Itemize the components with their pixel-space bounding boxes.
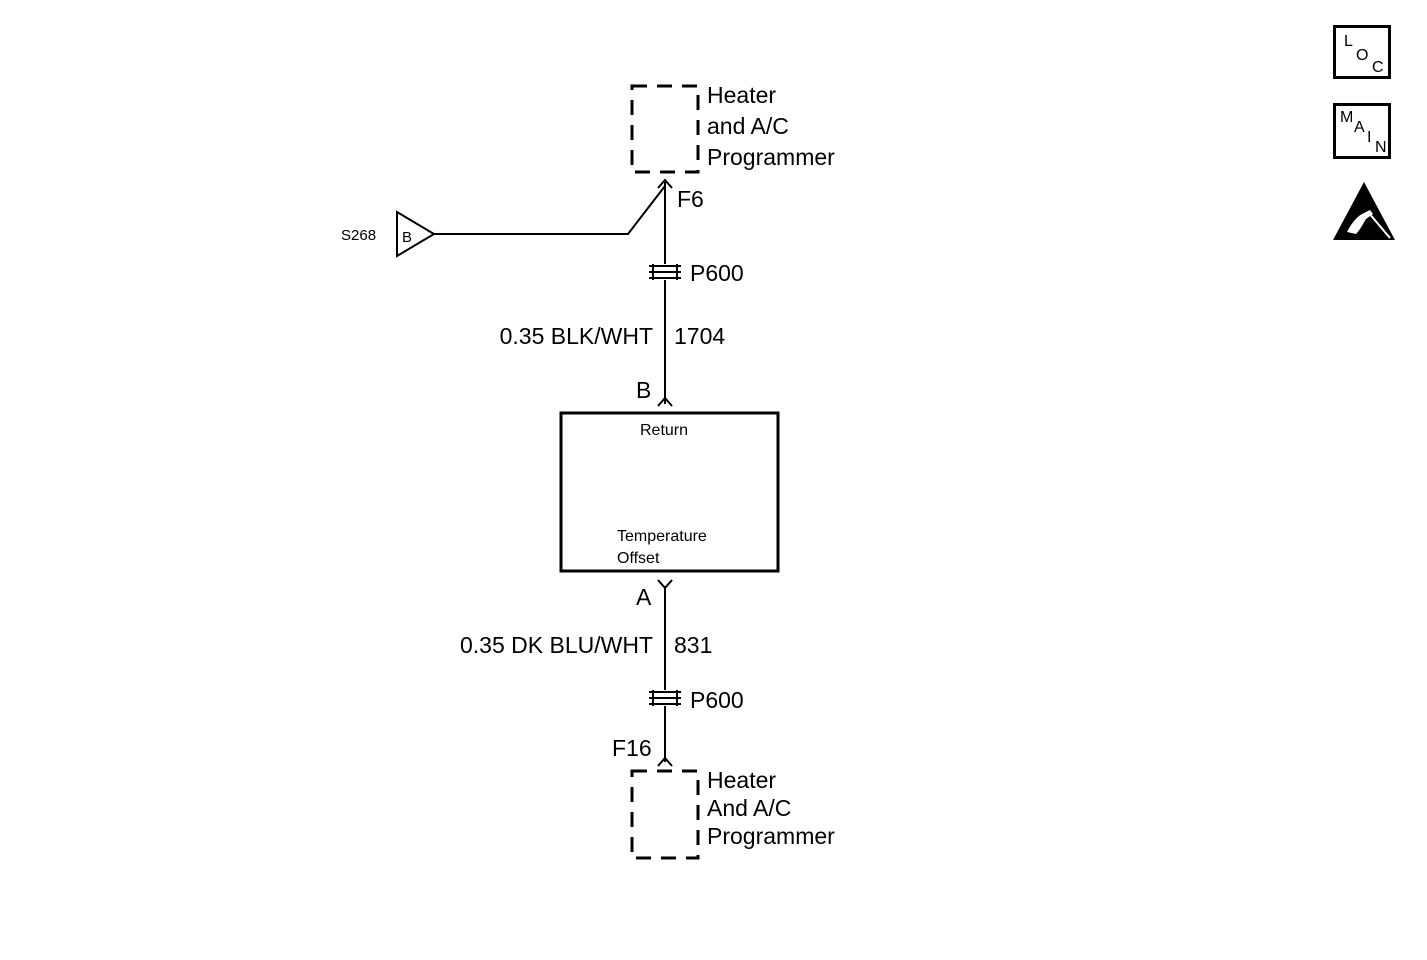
top-pin-label: F6 <box>677 186 704 212</box>
connector-upper[interactable] <box>649 264 681 280</box>
main-button[interactable]: M A I N <box>1333 103 1391 159</box>
splice-flag[interactable] <box>396 210 436 258</box>
loc-letter-1: L <box>1344 33 1353 50</box>
main-letter-2: A <box>1354 119 1365 136</box>
main-letter-4: N <box>1375 139 1387 156</box>
sensor-label-offset: Offset <box>617 550 660 567</box>
sensor-box[interactable] <box>559 411 780 573</box>
sensor-pin-bottom-label: A <box>636 584 652 610</box>
sensor-label-temperature: Temperature <box>617 528 707 545</box>
loc-letter-2: O <box>1356 47 1369 64</box>
sensor-label-return: Return <box>640 422 688 439</box>
loc-letter-3: C <box>1372 59 1384 76</box>
top-component-label-3: Programmer <box>707 144 835 170</box>
splice-branch-wire <box>434 185 666 235</box>
bottom-pin-label: F16 <box>612 735 652 761</box>
bottom-component-label-3: Programmer <box>707 823 835 849</box>
main-letter-3: I <box>1367 129 1372 146</box>
bottom-pin-terminal <box>657 756 673 767</box>
top-component-label-1: Heater <box>707 82 776 108</box>
esd-warning-icon <box>1333 182 1395 240</box>
connector-lower-label: P600 <box>690 687 744 713</box>
bottom-component-box[interactable] <box>630 769 700 860</box>
wire-upper-circuit: 1704 <box>674 323 725 349</box>
top-pin-terminal <box>657 178 673 189</box>
main-letter-1: M <box>1340 109 1354 126</box>
bottom-component-label-1: Heater <box>707 767 776 793</box>
sensor-pin-top-terminal <box>657 396 673 407</box>
connector-upper-label: P600 <box>690 260 744 286</box>
loc-button[interactable]: L O C <box>1333 25 1391 79</box>
sensor-pin-top-label: B <box>636 377 651 403</box>
bottom-component-label-2: And A/C <box>707 795 791 821</box>
wire-upper-spec: 0.35 BLK/WHT <box>500 323 653 349</box>
wire-lower-spec: 0.35 DK BLU/WHT <box>460 632 653 658</box>
top-component-label-2: and A/C <box>707 113 789 139</box>
wire-lower-circuit: 831 <box>674 632 712 658</box>
connector-lower[interactable] <box>649 690 681 706</box>
splice-id-label: S268 <box>341 227 376 244</box>
top-component-box[interactable] <box>630 84 700 174</box>
splice-flag-tag: B <box>402 229 412 246</box>
